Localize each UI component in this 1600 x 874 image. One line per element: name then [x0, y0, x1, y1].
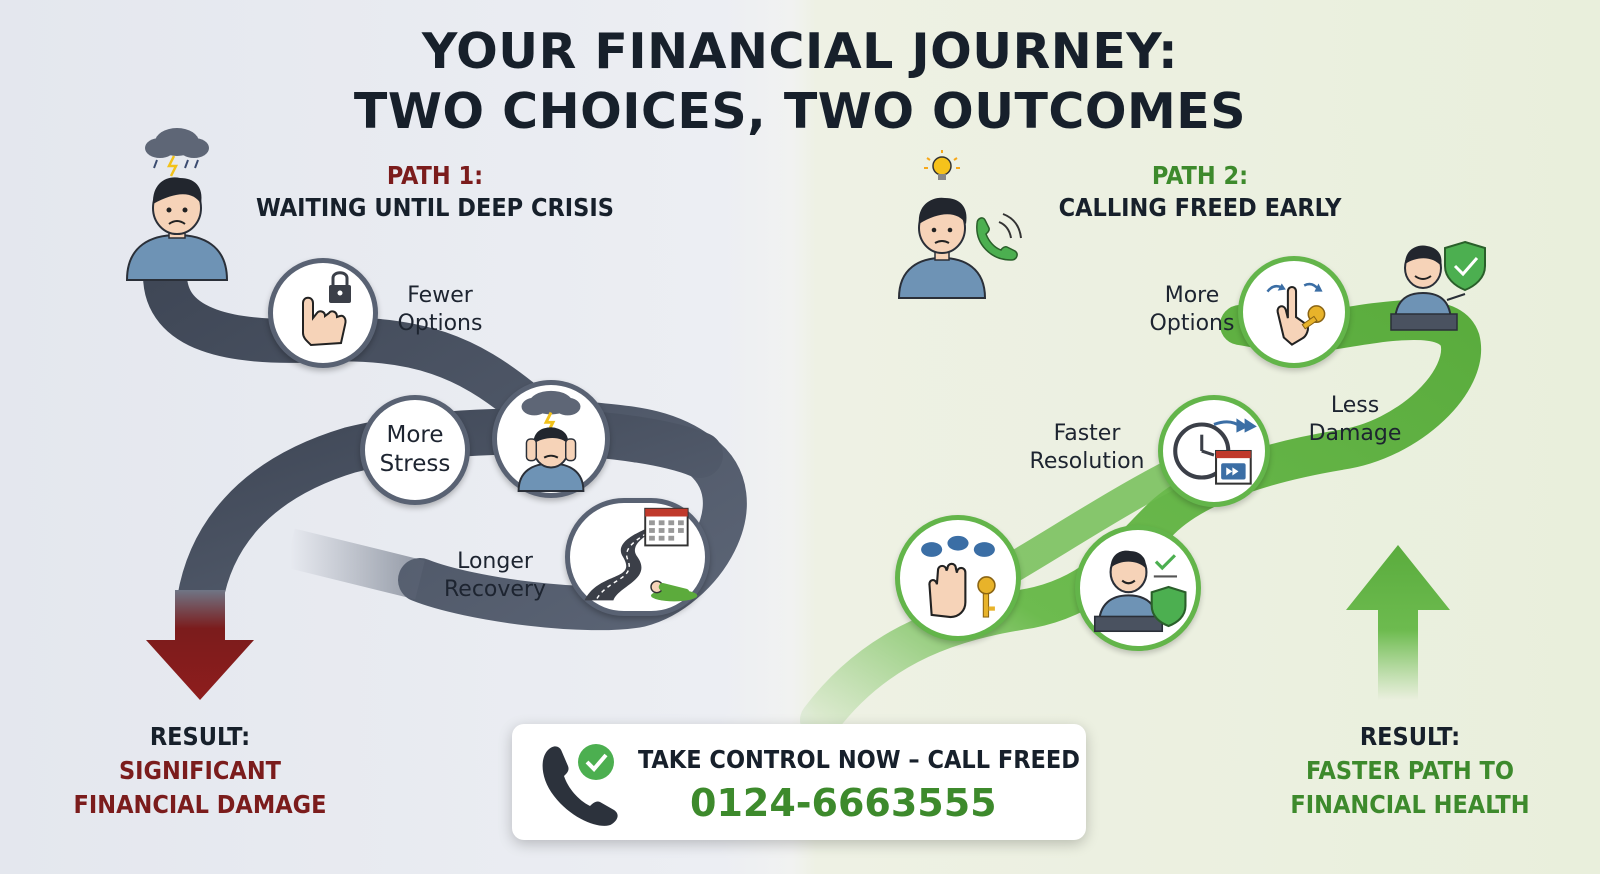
finger-lock-icon [302, 271, 351, 347]
fewer-options-label: Fewer Options [397, 283, 483, 336]
path2-result-line-1: FASTER PATH TO [1305, 756, 1515, 785]
more-stress-line-2: Stress [379, 451, 451, 477]
title-line-1: YOUR FINANCIAL JOURNEY: [421, 23, 1179, 80]
path2-result-line-2: FINANCIAL HEALTH [1290, 790, 1530, 819]
shield-icon [1444, 240, 1486, 292]
faster-resolution-label: Faster Resolution [1029, 421, 1145, 474]
path2-result: RESULT: FASTER PATH TO FINANCIAL HEALTH [1275, 720, 1545, 822]
stressed-person-badge [492, 380, 610, 498]
road-calendar-badge [565, 498, 710, 616]
call-to-action-box[interactable]: TAKE CONTROL NOW – CALL FREED 0124-66635… [512, 724, 1086, 840]
phone-check-icon [542, 744, 618, 826]
path1-result-line-2: FINANCIAL DAMAGE [73, 790, 327, 819]
road-calendar-icon [584, 507, 698, 602]
less-damage-label: Less Damage [1308, 393, 1402, 446]
speech-hand-key-badge [895, 515, 1021, 641]
cta-text: TAKE CONTROL NOW – CALL FREED [638, 745, 1080, 774]
path1-result-head: RESULT: [149, 722, 251, 751]
path1-heading: PATH 1: WAITING UNTIL DEEP CRISIS [250, 160, 620, 224]
lightbulb-icon [924, 150, 960, 180]
path1-name: WAITING UNTIL DEEP CRISIS [256, 193, 614, 222]
path1-result-line-1: SIGNIFICANT [118, 756, 281, 785]
clock-calendar-icon [1173, 418, 1257, 485]
worried-person-icon [125, 128, 229, 281]
cta-phone-number[interactable]: 0124-6663555 [690, 781, 997, 825]
path2-name: CALLING FREED EARLY [1058, 193, 1342, 222]
path2-result-head: RESULT: [1359, 722, 1461, 751]
longer-recovery-label: Longer Recovery [443, 549, 546, 602]
path2-heading: PATH 2: CALLING FREED EARLY [1040, 160, 1360, 224]
hand-key-badge [1238, 256, 1350, 368]
page-title: YOUR FINANCIAL JOURNEY: TWO CHOICES, TWO… [0, 22, 1600, 142]
clock-calendar-badge [1158, 395, 1270, 507]
title-line-2: TWO CHOICES, TWO OUTCOMES [353, 83, 1247, 140]
stressed-person-icon [517, 390, 585, 493]
speech-hand-key-icon [921, 535, 996, 619]
lightbulb-person-icon [897, 150, 1022, 299]
path1-result: RESULT: SIGNIFICANT FINANCIAL DAMAGE [70, 720, 330, 822]
more-stress-line-1: More [386, 422, 444, 448]
person-shield-badge [1075, 525, 1201, 651]
phone-call-icon [976, 213, 1022, 261]
more-options-label: More Options [1149, 283, 1235, 336]
more-stress-badge: More Stress [360, 395, 470, 505]
path2-number: PATH 2: [1151, 161, 1249, 190]
path1-number: PATH 1: [386, 161, 484, 190]
hand-key-icon [1266, 282, 1326, 346]
storm-cloud-icon [145, 128, 209, 177]
finger-lock-badge [268, 258, 378, 368]
laptop-shield-person-icon [1390, 240, 1486, 331]
person-shield-icon [1093, 550, 1187, 633]
